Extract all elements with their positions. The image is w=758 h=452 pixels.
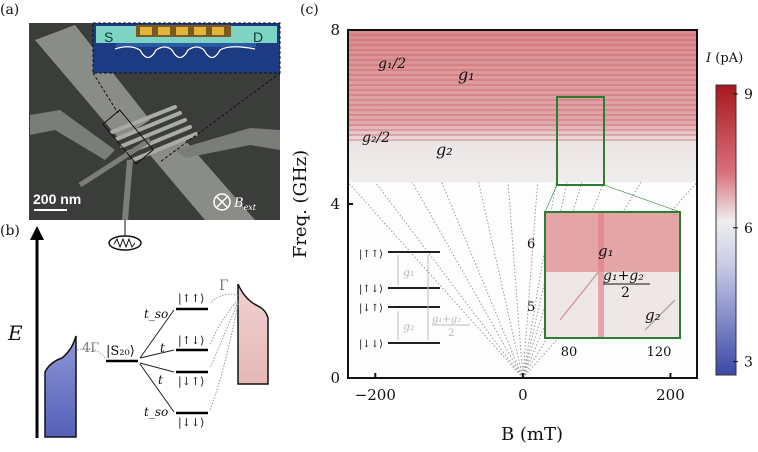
level-label-g1: g₁ — [403, 266, 414, 279]
colorbar: I (pA) 3 6 9 — [705, 51, 753, 376]
heatmap-stripe — [348, 69, 697, 71]
state-s20: |S₂₀⟩ — [106, 344, 135, 359]
inset-ytick-6: 6 — [527, 237, 535, 252]
x-tick-label: 0 — [518, 386, 528, 404]
annotation-g1: g₁ — [458, 65, 475, 84]
heatmap-stripe — [348, 49, 697, 51]
level-diagram: |↑↑⟩ |↑↓⟩ |↓↑⟩ |↓↓⟩ g₁ g₂ g₁+g₂ 2 — [359, 249, 470, 350]
inset-xtick-80: 80 — [561, 345, 578, 360]
heatmap-stripe — [348, 39, 697, 41]
level-label-sum: g₁+g₂ — [432, 314, 461, 325]
panel-label-c: (c) — [300, 2, 319, 18]
annotation-g1-half: g₁/2 — [378, 56, 406, 72]
source-label: S — [104, 29, 113, 45]
colorbar-tick-label: 3 — [744, 355, 753, 371]
heatmap-stripe — [348, 74, 697, 76]
heatmap-stripe — [348, 109, 697, 111]
resonance-line — [522, 182, 539, 379]
colorbar-label: I (pA) — [705, 51, 743, 66]
level-du: |↓↑⟩ — [359, 303, 383, 314]
heatmap-stripe — [348, 94, 697, 96]
zoom-region-box — [556, 96, 605, 186]
inset-label-g2: g₂ — [645, 306, 661, 324]
energy-arrow-icon — [30, 226, 44, 240]
state-uu: |↑↑⟩ — [178, 292, 204, 306]
heatmap-stripe — [348, 119, 697, 121]
heatmap-stripe — [348, 114, 697, 116]
colorbar-tick-label: 9 — [744, 87, 753, 103]
heatmap-stripe — [348, 104, 697, 106]
level-dd: |↓↓⟩ — [359, 339, 383, 350]
inset-label-g1: g₁ — [598, 242, 614, 260]
x-tick-label: 200 — [656, 386, 685, 404]
level-label-g2: g₂ — [403, 320, 414, 333]
inset-ytick-5: 5 — [527, 300, 535, 315]
drain-lead — [237, 283, 269, 385]
inset-label-den: 2 — [621, 285, 630, 301]
energy-axis-label: E — [7, 321, 23, 345]
x-axis-label: B (mT) — [501, 424, 563, 445]
drain-label: D — [253, 29, 263, 45]
tunnel-t-2: t — [158, 373, 163, 387]
tunnel-t-1: t — [160, 341, 165, 355]
heatmap-stripe — [348, 99, 697, 101]
heatmap-stripe — [348, 44, 697, 46]
state-dd: |↓↓⟩ — [178, 416, 204, 430]
energy-diagram: E 4Γ Γ |S₂₀⟩ t_so t t t_so |↑↑⟩ |↑↓⟩ |↓↑… — [7, 226, 269, 438]
resonance-line — [411, 182, 524, 379]
resonance-line — [441, 182, 524, 379]
heatmap-stripe — [348, 84, 697, 86]
tunnel-tso-top: t_so — [144, 307, 168, 321]
heatmap-stripe — [348, 134, 697, 136]
field-into-page-icon — [213, 193, 231, 211]
annotation-g2: g₂ — [436, 140, 453, 159]
sem-image: S D 200 nm Bext — [29, 22, 281, 221]
level-label-den: 2 — [448, 328, 454, 339]
heatmap-stripe — [348, 54, 697, 56]
panel-label-b: (b) — [0, 223, 20, 239]
microwave-source-icon — [108, 235, 142, 251]
y-tick-label: 8 — [330, 21, 340, 39]
heatmap-stripe — [348, 124, 697, 126]
heatmap-stripe — [348, 59, 697, 61]
y-axis-label: Freq. (GHz) — [290, 150, 311, 258]
y-tick-label: 4 — [330, 195, 340, 213]
heatmap-stripe — [348, 64, 697, 66]
heatmap-stripe — [348, 79, 697, 81]
annotation-g2-half: g₂/2 — [362, 130, 390, 146]
rate-gamma: Γ — [219, 278, 229, 294]
inset-zoom: g₁ g₁+g₂ 2 g₂ 6 5 80 120 — [527, 211, 681, 360]
state-ud: |↑↓⟩ — [178, 334, 204, 348]
tunnel-tso-bot: t_so — [144, 405, 168, 419]
resonance-line — [374, 181, 524, 379]
colorbar-tick-label: 6 — [744, 221, 753, 237]
level-uu: |↑↑⟩ — [359, 249, 383, 260]
colorbar-gradient — [715, 84, 737, 376]
heatmap-stripe — [348, 139, 697, 141]
inset-xtick-120: 120 — [647, 345, 672, 360]
source-lead — [44, 335, 77, 438]
scale-bar-label: 200 nm — [33, 191, 81, 207]
heatmap-chart: g₁/2 g₁ g₂/2 g₂ −200 0 200 0 4 8 B (mT) Freq.… — [290, 21, 698, 445]
panel-label-a: (a) — [0, 2, 19, 18]
field-label: Bext — [233, 196, 257, 212]
state-du: |↓↑⟩ — [178, 375, 204, 389]
rate-4gamma: 4Γ — [82, 341, 99, 356]
x-tick-label: −200 — [355, 386, 396, 404]
level-ud: |↑↓⟩ — [359, 284, 383, 295]
heatmap-stripe — [348, 34, 697, 36]
heatmap-stripe — [348, 129, 697, 131]
y-tick-label: 0 — [330, 369, 340, 387]
heatmap-stripe — [348, 89, 697, 91]
heatmap-signal-region — [348, 30, 697, 185]
resonance-line — [507, 182, 524, 379]
inset-label-sum: g₁+g₂ — [603, 268, 644, 284]
